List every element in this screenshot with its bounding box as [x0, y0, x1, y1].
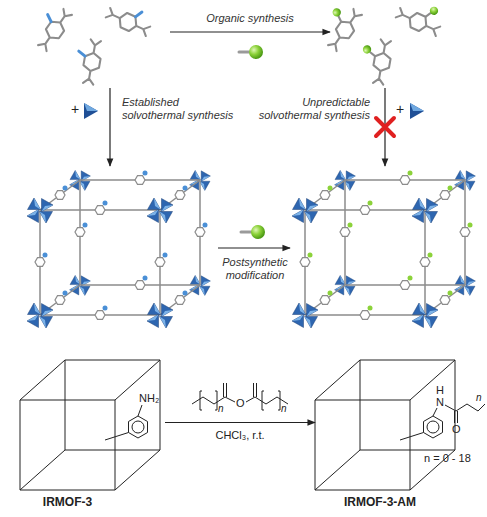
cube-outline: [20, 355, 165, 490]
arrow-label: Organic synthesis: [190, 12, 310, 25]
linker-molecule: [73, 38, 103, 85]
mof-framework: [292, 170, 475, 328]
atom-label: O: [236, 397, 245, 410]
functional-group-icon: [239, 45, 263, 59]
functional-group-icon: [241, 225, 265, 239]
metal-node-icon: [84, 103, 98, 119]
cube-outline: [315, 355, 460, 490]
framework-name: IRMOF-3-AM: [315, 495, 445, 509]
fail-cross: [376, 118, 394, 136]
linker-molecule: [357, 37, 393, 86]
reaction-arrow: [165, 422, 315, 423]
bond-line: [400, 404, 485, 440]
plus-sign: +: [69, 101, 81, 117]
cube-edge: [20, 360, 160, 490]
anhydride-structure: [192, 383, 288, 410]
cube-edge: [315, 360, 455, 490]
amino-linkers: [30, 0, 154, 85]
repeat-bracket: [200, 391, 280, 410]
process-arrow: [109, 88, 110, 166]
atom-label: H: [436, 384, 444, 397]
framework-cube: IRMOF-3: [20, 355, 165, 490]
range-note: n = 0 - 18: [424, 452, 471, 465]
arrow-label: Established solvothermal synthesis: [122, 96, 240, 121]
linker-molecule: [395, 0, 447, 38]
bond-line: [105, 405, 142, 440]
subscript-label: n: [476, 392, 482, 404]
process-arrow: [170, 31, 330, 32]
functionalized-linkers: [315, 0, 447, 85]
arrow-label: Postsynthetic modification: [212, 256, 298, 281]
subscript-label: n: [218, 403, 224, 415]
subscript-label: n: [281, 403, 287, 415]
atom-label: NH₂: [139, 392, 159, 405]
plus-sign: +: [394, 101, 406, 117]
aromatic-circle: [132, 421, 144, 433]
functional-groups: [308, 171, 473, 311]
mof-framework: [27, 170, 210, 328]
amide-substituent: [400, 404, 485, 440]
atom-label: O: [452, 423, 461, 436]
framework-name: IRMOF-3: [20, 495, 115, 509]
linker-molecule: [30, 3, 74, 52]
benzene-ring: [129, 416, 148, 438]
benzene-ring: [424, 416, 443, 438]
framework-cube: IRMOF-3-AM: [315, 355, 460, 490]
arrow-label: Unpredictable solvothermal synthesis: [252, 96, 370, 121]
process-arrow: [218, 247, 290, 248]
aromatic-circle: [427, 421, 439, 433]
atom-label: N: [436, 396, 444, 409]
aniline-ring: [105, 405, 148, 440]
carbonyl-bond: [224, 383, 257, 397]
metal-node-icon: [410, 103, 424, 119]
linker-molecule: [315, 0, 364, 53]
amino-groups: [43, 171, 208, 311]
linker-molecule: [105, 0, 155, 38]
reaction-condition: CHCl₃, r.t.: [185, 429, 295, 441]
